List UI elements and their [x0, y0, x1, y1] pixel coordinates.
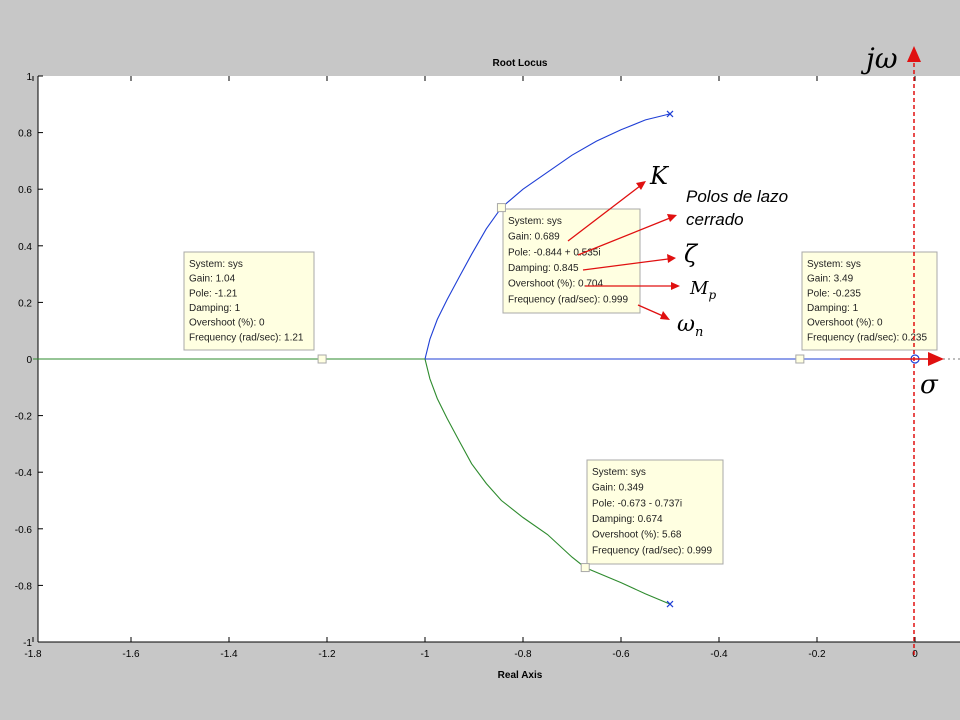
natural-freq-wn-label: ωn: [677, 312, 703, 340]
x-tick-label: -0.2: [808, 649, 826, 660]
datatip-box: [502, 208, 641, 314]
arrowhead-polos: [667, 214, 677, 222]
x-tick-label: -1.2: [318, 649, 336, 660]
datatip-line: Damping: 1: [189, 303, 241, 314]
arrow-damping-to-zeta: [582, 258, 669, 271]
datatip-marker: [496, 203, 506, 213]
arrowhead-zeta: [667, 254, 676, 263]
y-tick-label: 0: [26, 355, 32, 366]
datatip-line: Pole: -0.673 - 0.737i: [592, 498, 682, 509]
y-tick-label: -0.4: [15, 468, 33, 479]
arrow-pole-to-polos: [577, 217, 671, 256]
datatip-line: System: sys: [189, 259, 243, 270]
datatip-line: Pole: -1.21: [189, 288, 238, 299]
locus-branch-1: [424, 358, 671, 605]
x-tick-label: -0.8: [514, 649, 532, 660]
closed-loop-poles-label-1: Polos de lazo: [686, 187, 788, 206]
datatip-line: System: sys: [807, 259, 861, 270]
datatip-line: Overshoot (%): 0.704: [508, 279, 603, 290]
annotation-arrows: [567, 181, 680, 320]
arrowhead-k: [636, 181, 646, 190]
datatip-line: Frequency (rad/sec): 0.999: [508, 294, 628, 305]
y-tick-label: 0.2: [18, 298, 32, 309]
datatip-line: Frequency (rad/sec): 0.235: [807, 332, 927, 343]
open-loop-pole-marker: [666, 600, 674, 608]
y-tick-label: -0.2: [15, 412, 33, 423]
y-tick-label: 0.6: [18, 185, 32, 196]
datatip-line: Damping: 0.845: [508, 263, 579, 274]
y-tick-label: -0.6: [15, 525, 33, 536]
datatip-line: Gain: 1.04: [189, 274, 236, 285]
x-tick-label: -0.6: [612, 649, 630, 660]
x-tick-label: -1.8: [24, 649, 42, 660]
pole-x-stroke: [666, 110, 674, 118]
datatip-line: Overshoot (%): 5.68: [592, 530, 682, 541]
y-tick-label: 0.8: [18, 129, 32, 140]
datatip-line: Gain: 0.349: [592, 483, 644, 494]
x-tick-label: -1.4: [220, 649, 238, 660]
y-tick-label: 1: [26, 72, 32, 83]
datatip-marker: [795, 354, 805, 364]
closed-loop-poles-label-2: cerrado: [686, 210, 744, 229]
overshoot-mp-label: Mp: [689, 278, 716, 302]
jw-label: jω: [860, 42, 898, 75]
datatip-box: [586, 459, 724, 565]
datatip-marker: [317, 354, 327, 364]
pole-x-stroke: [666, 600, 674, 608]
datatip-line: Gain: 0.689: [508, 232, 560, 243]
x-tick-label: 0: [912, 649, 918, 660]
sigma-label: σ: [920, 370, 939, 400]
y-tick-label: -0.8: [15, 581, 33, 592]
datatip-line: System: sys: [508, 216, 562, 227]
datatip-line: Overshoot (%): 0: [807, 318, 883, 329]
datatip-line: Pole: -0.844 + 0.535i: [508, 247, 601, 258]
datatip-line: Gain: 3.49: [807, 274, 854, 285]
gain-k-label: K: [649, 162, 670, 190]
y-tick-label: -1: [23, 638, 32, 649]
arrowhead-mp: [671, 282, 680, 290]
datatip-marker: [580, 563, 590, 573]
datatip-line: Overshoot (%): 0: [189, 318, 265, 329]
x-tick-label: -1.6: [122, 649, 140, 660]
chart-title: Root Locus: [493, 58, 548, 69]
sigma-arrowhead: [928, 352, 944, 366]
datatip-line: Frequency (rad/sec): 0.999: [592, 545, 712, 556]
datatip-line: Damping: 1: [807, 303, 859, 314]
x-tick-label: -1: [421, 649, 430, 660]
damping-zeta-label: ζ: [684, 240, 699, 268]
x-tick-label: -0.4: [710, 649, 728, 660]
datatip-line: Pole: -0.235: [807, 288, 861, 299]
datatip-box: [183, 251, 315, 351]
y-tick-label: 0.4: [18, 242, 32, 253]
datatip-line: Damping: 0.674: [592, 514, 663, 525]
jw-arrowhead: [907, 46, 921, 62]
x-axis-label: Real Axis: [498, 670, 543, 681]
arrow-gain-to-k: [567, 185, 641, 242]
arrow-frequency-to-wn: [637, 304, 664, 317]
datatip-line: Frequency (rad/sec): 1.21: [189, 332, 304, 343]
arrowhead-wn: [660, 311, 670, 320]
datatip-line: System: sys: [592, 467, 646, 478]
open-loop-pole-marker: [666, 110, 674, 118]
